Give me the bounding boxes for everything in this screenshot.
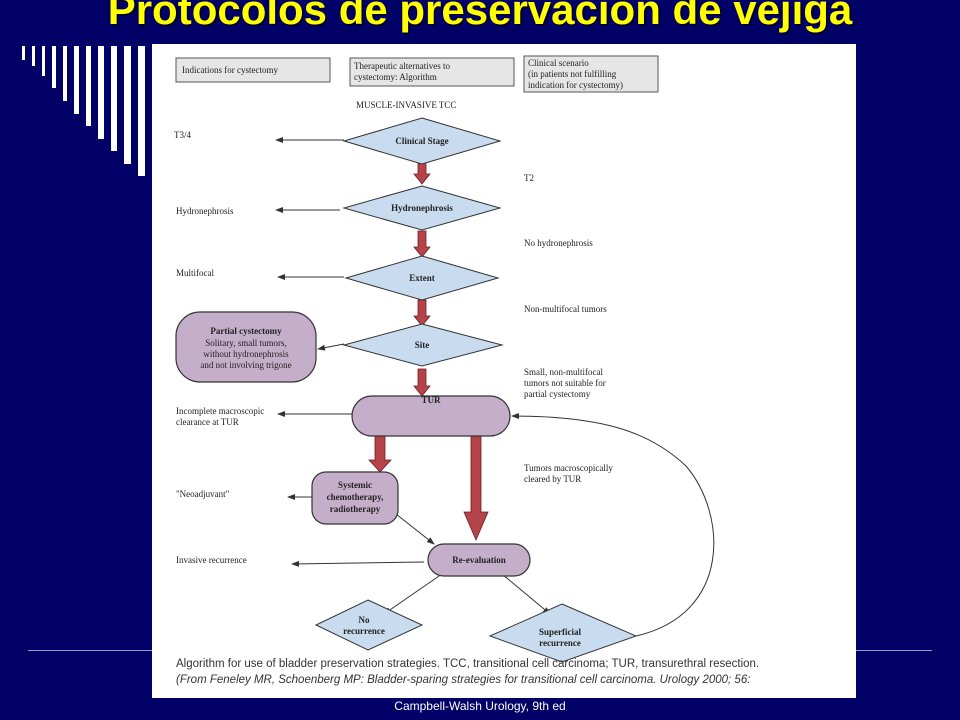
- svg-text:Site: Site: [415, 340, 430, 350]
- svg-text:Incomplete macroscopic: Incomplete macroscopic: [176, 406, 264, 416]
- muscle-invasive-label: MUSCLE-INVASIVE TCC: [356, 100, 456, 110]
- svg-text:No: No: [359, 615, 370, 625]
- svg-text:Multifocal: Multifocal: [176, 268, 214, 278]
- svg-text:chemotherapy,: chemotherapy,: [327, 492, 384, 502]
- svg-text:Tumors macroscopically: Tumors macroscopically: [524, 463, 613, 473]
- figure-citation: (From Feneley MR, Schoenberg MP: Bladder…: [176, 674, 751, 686]
- header-box-scenario: Clinical scenario (in patients not fulfi…: [523, 55, 659, 93]
- slide-source: Campbell-Walsh Urology, 9th ed: [394, 699, 566, 713]
- svg-text:"Neoadjuvant": "Neoadjuvant": [176, 489, 230, 499]
- clinical-stage-node: [342, 117, 502, 165]
- svg-text:Invasive recurrence: Invasive recurrence: [176, 555, 247, 565]
- svg-text:Extent: Extent: [409, 273, 435, 283]
- svg-text:Hydronephrosis: Hydronephrosis: [176, 206, 234, 216]
- svg-text:cystectomy: Algorithm: cystectomy: Algorithm: [354, 72, 437, 82]
- svg-text:radiotherapy: radiotherapy: [330, 504, 381, 514]
- partial-cystectomy-node: [175, 311, 317, 383]
- svg-text:Therapeutic alternatives to: Therapeutic alternatives to: [354, 61, 450, 71]
- svg-text:Systemic: Systemic: [338, 480, 372, 490]
- slide-title: Protocolos de preservación de vejiga: [107, 0, 853, 33]
- systemic-therapy-node: [311, 471, 399, 525]
- left-arrows: [275, 137, 425, 567]
- svg-text:Small, non-multifocal: Small, non-multifocal: [524, 367, 603, 377]
- header-box-indications: Indications for cystectomy: [175, 57, 331, 83]
- svg-text:(in patients not fulfilling: (in patients not fulfilling: [528, 69, 617, 79]
- svg-text:recurrence: recurrence: [539, 638, 581, 648]
- svg-text:T3/4: T3/4: [174, 130, 191, 140]
- svg-text:Clinical Stage: Clinical Stage: [395, 136, 448, 146]
- svg-text:tumors not suitable for: tumors not suitable for: [524, 378, 606, 388]
- svg-text:Clinical scenario: Clinical scenario: [528, 58, 589, 68]
- tur-node: [351, 395, 511, 437]
- svg-text:partial cystectomy: partial cystectomy: [524, 389, 591, 399]
- flowchart: Indications for cystectomy Therapeutic a…: [174, 55, 715, 663]
- right-labels: T2 No hydronephrosis Non-multifocal tumo…: [524, 173, 613, 484]
- svg-text:without hydronephrosis: without hydronephrosis: [203, 349, 289, 359]
- svg-text:T2: T2: [524, 173, 534, 183]
- superficial-recurrence-node: [488, 603, 638, 663]
- site-node: [342, 323, 504, 367]
- reevaluation-lines: [383, 413, 715, 637]
- svg-text:Non-multifocal tumors: Non-multifocal tumors: [524, 304, 607, 314]
- svg-text:Superficial: Superficial: [539, 627, 581, 637]
- svg-text:Indications for cystectomy: Indications for cystectomy: [182, 65, 278, 75]
- extent-node: [344, 255, 500, 301]
- reevaluation-node: [427, 543, 531, 577]
- svg-text:Re-evaluation: Re-evaluation: [452, 555, 506, 565]
- figure-caption: Algorithm for use of bladder preservatio…: [176, 658, 760, 670]
- svg-text:cleared by TUR: cleared by TUR: [524, 474, 581, 484]
- divider-right: [856, 650, 932, 651]
- main-flow-arrows: [368, 158, 489, 542]
- svg-text:Hydronephrosis: Hydronephrosis: [391, 203, 453, 213]
- svg-text:No hydronephrosis: No hydronephrosis: [524, 238, 593, 248]
- svg-text:TUR: TUR: [421, 395, 441, 405]
- svg-text:recurrence: recurrence: [343, 626, 385, 636]
- hydronephrosis-node: [342, 185, 502, 231]
- divider-left: [28, 650, 152, 651]
- svg-text:indication for cystectomy): indication for cystectomy): [528, 80, 623, 90]
- no-recurrence-node: [314, 599, 424, 651]
- svg-text:and not involving trigone: and not involving trigone: [200, 360, 291, 370]
- svg-text:Solitary, small tumors,: Solitary, small tumors,: [205, 338, 286, 348]
- svg-text:clearance at TUR: clearance at TUR: [176, 417, 239, 427]
- svg-text:Partial cystectomy: Partial cystectomy: [210, 326, 282, 336]
- algorithm-figure: Indications for cystectomy Therapeutic a…: [152, 44, 856, 698]
- header-box-alternatives: Therapeutic alternatives to cystectomy: …: [349, 57, 515, 87]
- left-labels: T3/4 Hydronephrosis Multifocal Incomplet…: [174, 130, 264, 565]
